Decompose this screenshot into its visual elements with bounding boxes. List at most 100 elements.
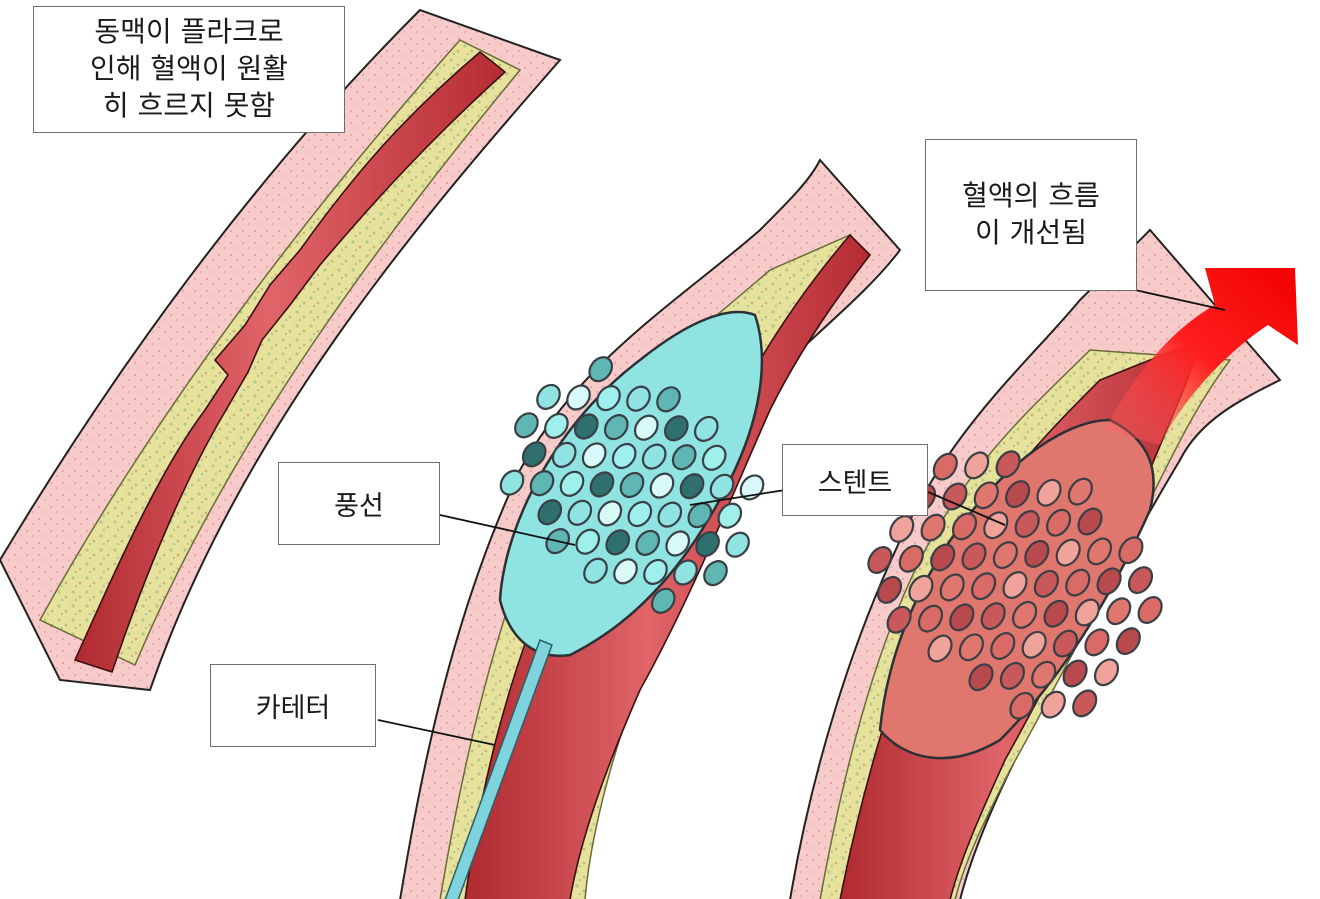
stent-mesh-cell (573, 413, 599, 440)
stent-mesh-cell (613, 558, 638, 585)
stent-mesh-cell (942, 482, 968, 511)
label-improved-line-2: 이 개선됨 (975, 216, 1087, 249)
label-stent: 스텐트 (782, 444, 928, 516)
stent-mesh-cell (1077, 507, 1103, 536)
stent-mesh-cell (687, 502, 713, 529)
stent-mesh-cell (709, 473, 735, 500)
stent-mesh-cell (898, 544, 924, 573)
label-blocked-line-2: 인해 혈액이 원활 (89, 52, 289, 86)
leader-lines (377, 289, 1226, 746)
stent-mesh-cell (1072, 689, 1098, 718)
stent-mesh-cell (1009, 691, 1035, 720)
label-balloon: 풍선 (278, 462, 440, 545)
stent-mesh (499, 356, 765, 614)
stent-mesh-cell (657, 501, 683, 528)
stent-mesh-cell (968, 663, 994, 692)
stent-mesh-cell (992, 541, 1018, 570)
stent-mesh-cell (973, 481, 999, 510)
stent-mesh-cell (589, 471, 615, 498)
stent-mesh-cell (999, 661, 1025, 690)
stent-mesh-cell (1040, 690, 1066, 719)
stent-mesh-cell (703, 560, 728, 587)
stent-mesh-cell (995, 450, 1021, 479)
stent-mesh-cell (679, 473, 705, 500)
stent-mesh-cell (1093, 658, 1120, 687)
stent-mesh-cell (588, 356, 614, 383)
stent-mesh-cell (663, 415, 689, 442)
label-blocked: 동맥이 플라크로 인해 혈액이 원활 히 흐르지 못함 (33, 6, 345, 133)
stent-mesh-cell (917, 604, 944, 633)
stent-mesh-cell (619, 471, 645, 499)
stent-mesh-cell (559, 470, 585, 497)
improved-artery (789, 228, 1298, 899)
stent-mesh-cell (1115, 627, 1141, 656)
stent-mesh-cell (514, 412, 539, 439)
stent-mesh-cell (1086, 537, 1113, 566)
stent-mesh-cell (656, 386, 681, 413)
blood-flow-arrow (1105, 268, 1298, 445)
stent-mesh-cell (575, 528, 601, 555)
stent-mesh-cell (1033, 569, 1059, 598)
label-catheter-text: 카테터 (255, 693, 331, 724)
stent-mesh-cell (649, 472, 675, 499)
stent-mesh-cell (1031, 660, 1057, 689)
stent-mesh-cell (641, 443, 667, 470)
stent-mesh-cell (1036, 478, 1062, 507)
narrow-lumen (73, 50, 507, 674)
stent-mesh-cell (633, 414, 659, 441)
stent-mesh-cell (1127, 566, 1154, 595)
stent-mesh-cell (1043, 599, 1069, 628)
plaque-layer (38, 39, 522, 667)
blocked-artery (0, 8, 562, 692)
stent-mesh-cell (665, 530, 691, 557)
stent-mesh-cell (650, 587, 676, 614)
stent-mesh-cell (930, 543, 956, 572)
stent-leader-right (927, 491, 1006, 526)
stent-mesh-cell (1005, 480, 1031, 509)
label-stent-text: 스텐트 (817, 467, 893, 499)
stent-mesh-cell (1065, 568, 1091, 597)
stent-mesh-cell (1074, 598, 1100, 627)
stent-mesh-cell (671, 444, 697, 471)
stent-mesh-cell (536, 383, 561, 410)
stent-mesh-cell (603, 414, 629, 441)
stent-mesh-cell (1106, 597, 1132, 626)
stent-mesh-cell (544, 412, 569, 439)
stent-mesh-cell (876, 575, 903, 604)
stent-mesh-cell (725, 531, 750, 558)
stent-mesh-cell (939, 573, 965, 602)
stent-mesh-cell (611, 442, 637, 470)
stent-mesh-cell (627, 500, 653, 528)
stent-mesh-cell (1084, 628, 1110, 657)
stent-mesh-cell (920, 513, 946, 542)
stent-mesh-cell (980, 602, 1006, 631)
balloon-artery (399, 158, 902, 899)
stent-mesh-cell (951, 512, 978, 541)
stent-mesh-cell (567, 499, 593, 526)
stent-mesh-cell (1118, 536, 1144, 565)
stent-mesh-cell (1002, 571, 1028, 599)
stent-mesh-cell (1062, 659, 1088, 688)
stent-mesh-cell (1014, 510, 1040, 538)
stent-mesh-cell (1021, 630, 1047, 659)
stent-mesh-cell (927, 634, 953, 663)
stent-mesh-cell (971, 572, 997, 601)
stent-mesh-cell (949, 603, 975, 632)
label-catheter: 카테터 (210, 664, 376, 747)
stent-mesh-cell (990, 632, 1016, 660)
stent-mesh-cell (626, 385, 651, 412)
stent-mesh-cell (643, 558, 668, 585)
stent-mesh-cell (958, 633, 984, 662)
stent-mesh-cell (1024, 539, 1050, 568)
stent-mesh-cell (1052, 629, 1079, 658)
stent-mesh-cell (867, 546, 893, 574)
stent-mesh-cell (605, 529, 631, 556)
stent-mesh-cell (908, 574, 934, 603)
label-blocked-line-1: 동맥이 플라크로 (94, 15, 284, 49)
stent-mesh-cell (932, 452, 958, 481)
label-improved-line-1: 혈액의 흐름 (962, 179, 1100, 213)
stent-mesh-cell (521, 441, 547, 468)
stent-mesh-cell (673, 559, 698, 586)
stent-mesh-cell (597, 500, 623, 527)
